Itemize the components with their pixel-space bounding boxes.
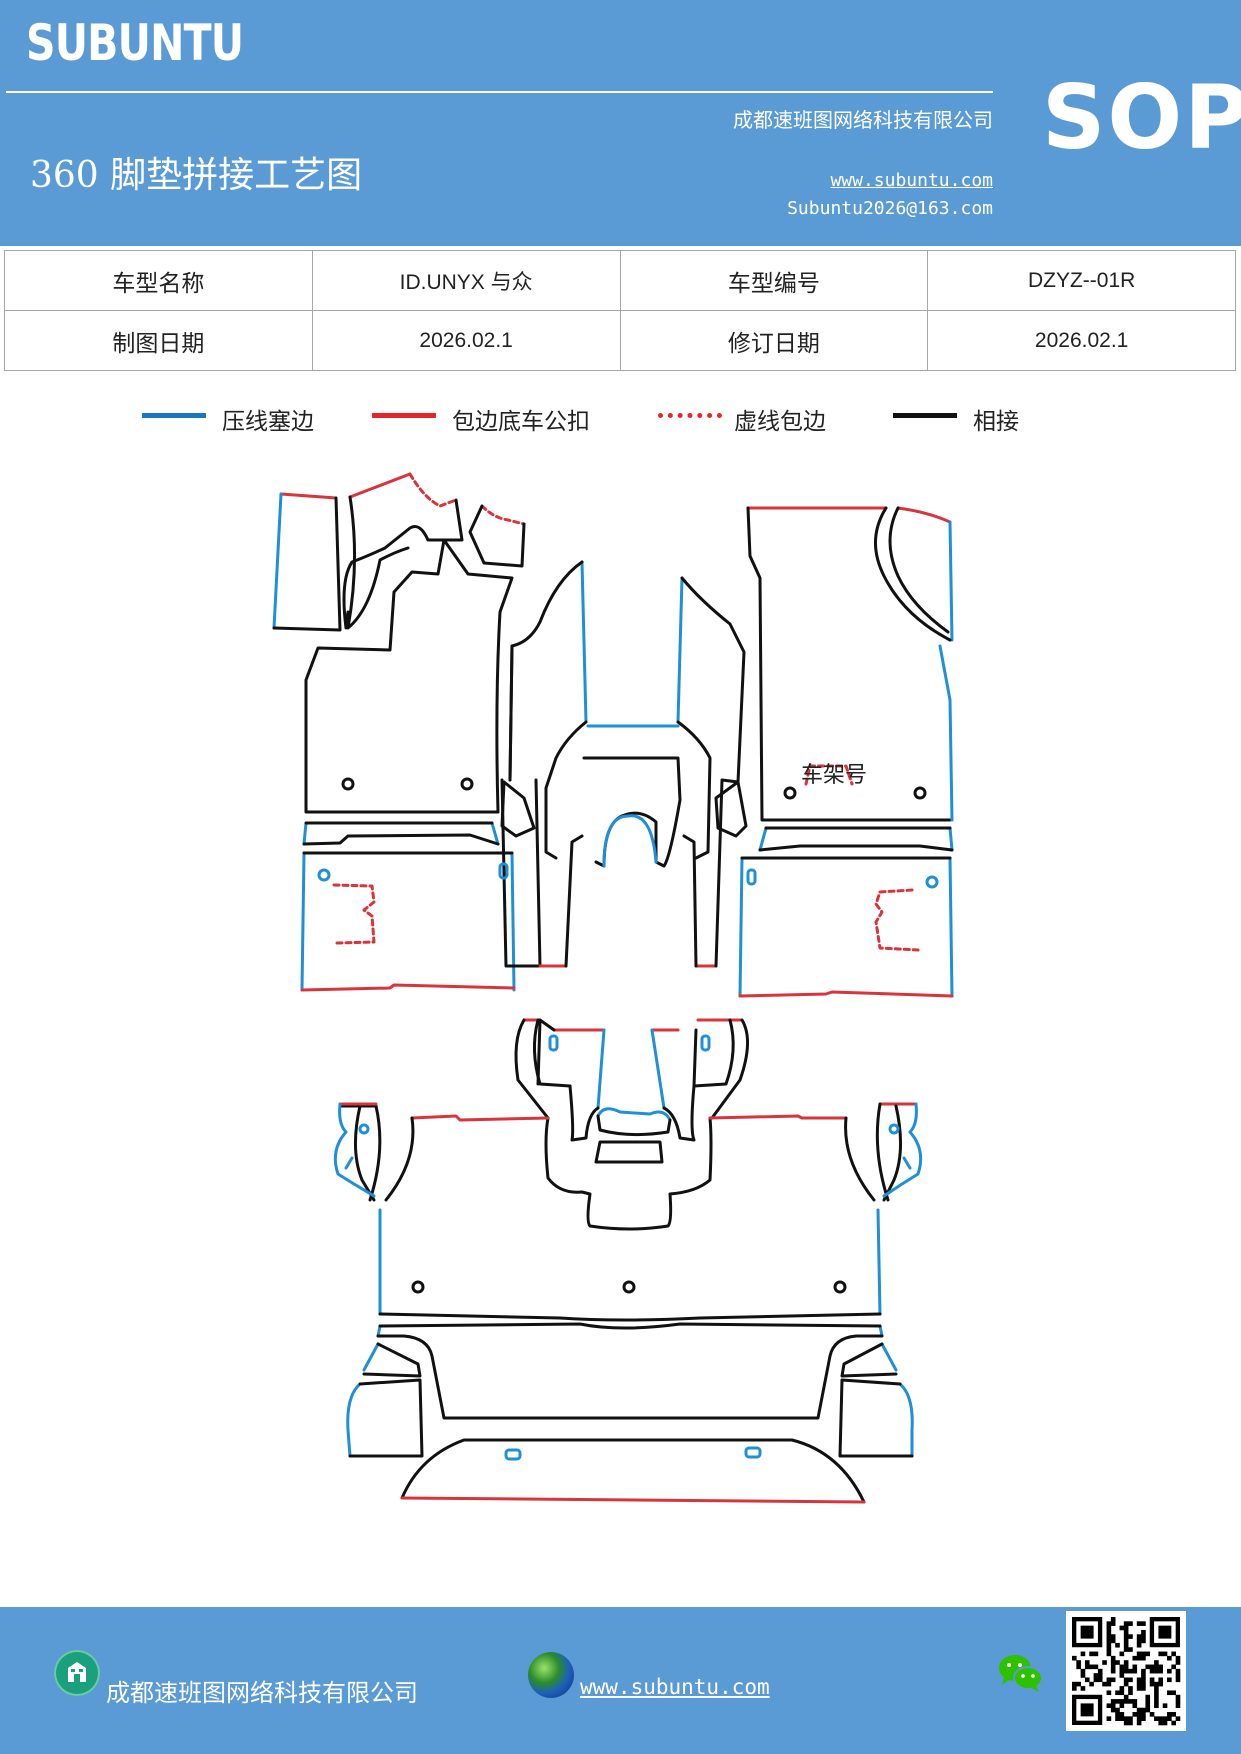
legend-label: 相接 bbox=[973, 409, 1019, 435]
table-cell-label: 修订日期 bbox=[619, 310, 929, 371]
rear-lower-strip bbox=[376, 1322, 884, 1420]
table-row: 车型名称 ID.UNYX 与众 车型编号 DZYZ--01R bbox=[4, 250, 1236, 311]
header-banner: SUBUNTU 成都速班图网络科技有限公司 360 脚垫拼接工艺图 www.su… bbox=[0, 0, 1241, 246]
header-company: 成都速班图网络科技有限公司 bbox=[733, 108, 993, 132]
table-cell-label: 车型编号 bbox=[619, 250, 929, 311]
trunk-mat bbox=[400, 1438, 866, 1504]
page-title: 360 脚垫拼接工艺图 bbox=[30, 155, 363, 196]
globe-icon bbox=[528, 1652, 574, 1698]
passenger-rear-pad bbox=[738, 856, 954, 998]
passenger-lower-strip bbox=[758, 826, 954, 852]
table-cell-label: 制图日期 bbox=[4, 310, 313, 371]
legend-label: 压线塞边 bbox=[222, 409, 314, 435]
info-table: 车型名称 ID.UNYX 与众 车型编号 DZYZ--01R 制图日期 2026… bbox=[4, 250, 1236, 371]
center-tunnel-upper bbox=[500, 560, 748, 968]
legend: 压线塞边 包边底车公扣 虚线包边 相接 bbox=[0, 400, 1241, 440]
footer-website-link[interactable]: www.subuntu.com bbox=[580, 1675, 770, 1699]
legend-swatch bbox=[142, 413, 206, 418]
rear-corner-pieces bbox=[346, 1342, 914, 1458]
header-website-link[interactable]: www.subuntu.com bbox=[830, 170, 993, 191]
table-row: 制图日期 2026.02.1 修订日期 2026.02.1 bbox=[4, 310, 1236, 371]
table-cell-value: DZYZ--01R bbox=[927, 250, 1236, 311]
grommet-holes bbox=[317, 777, 939, 1461]
qr-code bbox=[1066, 1611, 1186, 1731]
driver-side-piece bbox=[272, 472, 526, 814]
brand-logo: SUBUNTU bbox=[26, 14, 244, 72]
driver-lower-strip bbox=[302, 821, 500, 846]
rear-seat-main bbox=[333, 1102, 923, 1322]
header-email: Subuntu2026@163.com bbox=[787, 198, 993, 219]
driver-rear-pad bbox=[300, 851, 516, 992]
legend-swatch bbox=[893, 413, 957, 418]
frame-number-label: 车架号 bbox=[801, 763, 867, 788]
building-icon bbox=[54, 1650, 100, 1696]
legend-swatch bbox=[658, 413, 722, 418]
table-cell-value: 2026.02.1 bbox=[311, 310, 621, 371]
floor-mat-diagram: 车架号 bbox=[272, 472, 954, 1504]
wechat-icon bbox=[996, 1651, 1044, 1695]
legend-label: 包边底车公扣 bbox=[452, 409, 590, 435]
table-cell-value: 2026.02.1 bbox=[927, 310, 1236, 371]
legend-swatch bbox=[372, 413, 436, 418]
rear-tunnel-piece bbox=[514, 1018, 749, 1231]
footer-banner: 成都速班图网络科技有限公司 www.subuntu.com bbox=[0, 1607, 1241, 1754]
passenger-front-piece bbox=[746, 506, 954, 822]
sop-label: SOP bbox=[1042, 66, 1241, 169]
footer-company: 成都速班图网络科技有限公司 bbox=[106, 1679, 418, 1707]
header-divider bbox=[6, 91, 993, 93]
legend-label: 虚线包边 bbox=[734, 409, 826, 435]
table-cell-label: 车型名称 bbox=[4, 250, 313, 311]
table-cell-value: ID.UNYX 与众 bbox=[311, 250, 621, 311]
